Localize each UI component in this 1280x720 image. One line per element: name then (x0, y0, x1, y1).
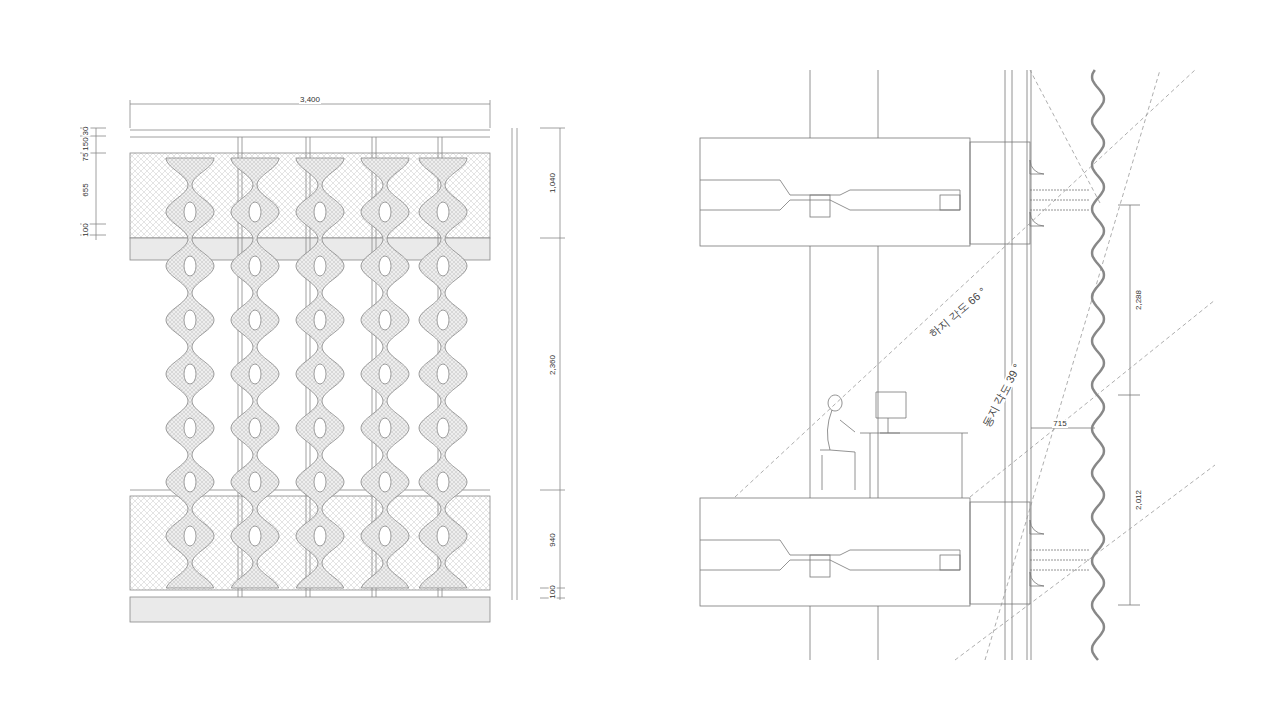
fin-hole (379, 202, 391, 222)
angle-label: 하지 각도 66 ° (927, 285, 989, 340)
fin-hole (437, 418, 449, 438)
fin-hole (379, 526, 391, 546)
fin-hole (184, 418, 196, 438)
dimension-text: 3,400 (299, 96, 321, 104)
fin-hole (314, 202, 326, 222)
dimension-text: 2,012 (1135, 489, 1143, 511)
fin-hole (184, 526, 196, 546)
dimension-text: 75 (82, 152, 90, 163)
fin-hole (184, 364, 196, 384)
dimension-text: 30 (82, 126, 90, 137)
facade-fin (231, 158, 279, 588)
fin-hole (379, 310, 391, 330)
fin-hole (314, 364, 326, 384)
fin-hole (249, 418, 261, 438)
fin-hole (184, 472, 196, 492)
fin-hole (249, 310, 261, 330)
fin-hole (249, 202, 261, 222)
dimension-text: 2,360 (549, 354, 557, 376)
fin-hole (314, 526, 326, 546)
fin-hole (314, 310, 326, 330)
fin-hole (379, 418, 391, 438)
dimension-text: 100 (82, 222, 90, 237)
fin-hole (437, 472, 449, 492)
fin-hole (184, 256, 196, 276)
angle-label: 동지 각도 39 ° (980, 361, 1023, 430)
fin-hole (379, 364, 391, 384)
fin-hole (379, 256, 391, 276)
fin-hole (437, 364, 449, 384)
fin-hole (314, 472, 326, 492)
fin-hole (249, 256, 261, 276)
fin-hole (437, 526, 449, 546)
dimension-text: 940 (549, 532, 557, 547)
dimension-text: 715 (1052, 420, 1067, 428)
fin-hole (184, 310, 196, 330)
dimension-text: 2,288 (1135, 289, 1143, 311)
dimension-text: 100 (549, 584, 557, 599)
fin-hole (437, 310, 449, 330)
fin-hole (184, 202, 196, 222)
dimension-text: 655 (82, 182, 90, 197)
fin-hole (379, 472, 391, 492)
fin-hole (249, 364, 261, 384)
fin-hole (314, 256, 326, 276)
dimension-text: 150 (82, 136, 90, 151)
facade-fin (296, 158, 344, 588)
fin-hole (314, 418, 326, 438)
facade-fin (361, 158, 409, 588)
fin-hole (249, 472, 261, 492)
fin-hole (437, 202, 449, 222)
dimension-text: 1,040 (549, 172, 557, 194)
facade-fin (419, 158, 467, 588)
facade-fin (166, 158, 214, 588)
fin-hole (437, 256, 449, 276)
fin-hole (249, 526, 261, 546)
